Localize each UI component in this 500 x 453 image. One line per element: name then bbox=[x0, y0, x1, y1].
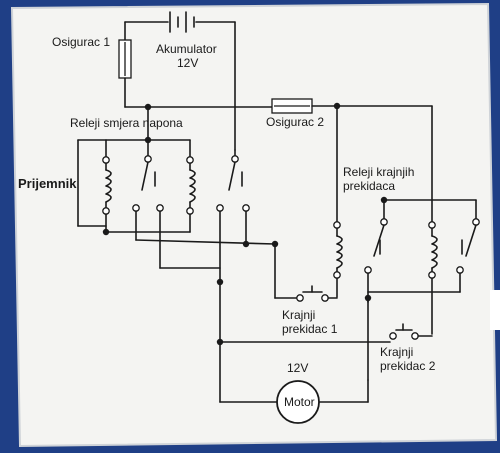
relay-coil-4 bbox=[428, 221, 438, 335]
relay-switch-1 bbox=[132, 139, 164, 269]
board-surface bbox=[10, 2, 498, 448]
relay-coil-3 bbox=[333, 221, 343, 298]
relay-coil-1 bbox=[102, 139, 112, 233]
releji-krajnjih-label-1: Releji krajnjih bbox=[343, 165, 414, 179]
akumulator-label: Akumulator bbox=[156, 42, 217, 56]
prijemnik-label: Prijemnik bbox=[18, 176, 77, 191]
releji-krajnjih-label-2: prekidaca bbox=[343, 179, 395, 193]
osigurac-1-label: Osigurac 1 bbox=[52, 35, 110, 49]
limit-switch-1 bbox=[296, 285, 338, 302]
osigurac-2-label: Osigurac 2 bbox=[266, 115, 324, 129]
motor-symbol bbox=[276, 380, 320, 424]
akumulator-voltage-label: 12V bbox=[177, 56, 198, 70]
relay-coil-2 bbox=[186, 139, 196, 233]
battery-akumulator bbox=[124, 11, 236, 33]
limit-switch-2 bbox=[389, 323, 433, 340]
relay-switch-2 bbox=[216, 149, 250, 283]
krajnji-prekidac-1-label-2: prekidac 1 bbox=[282, 322, 338, 336]
krajnji-prekidac-1-label-1: Krajnji bbox=[282, 308, 315, 322]
motor-voltage-label: 12V bbox=[287, 361, 308, 375]
motor-label: Motor bbox=[284, 395, 315, 409]
board-clip bbox=[490, 290, 500, 330]
relay-switch-4 bbox=[456, 199, 480, 293]
prijemnik-bracket bbox=[77, 139, 107, 227]
releji-smjera-label: Releji smjera napona bbox=[70, 116, 183, 130]
krajnji-prekidac-2-label-1: Krajnji bbox=[380, 345, 413, 359]
relay-switch-3 bbox=[364, 199, 388, 299]
krajnji-prekidac-2-label-2: prekidac 2 bbox=[380, 359, 436, 373]
